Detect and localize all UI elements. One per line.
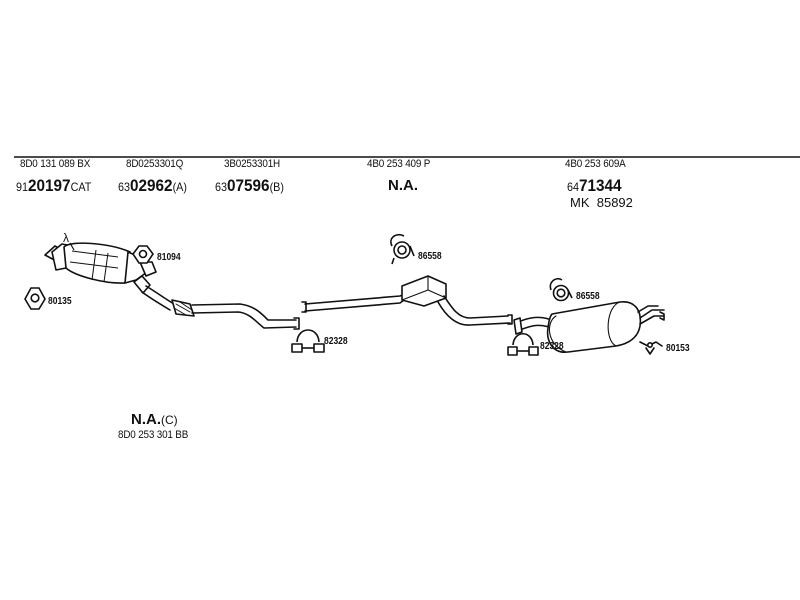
gasket-icon — [132, 245, 154, 264]
hanger-icon — [639, 341, 663, 355]
clamp-number: 82328 — [324, 336, 348, 347]
part-number: 6307596(B) — [215, 176, 284, 195]
rubber-mount-icon — [549, 277, 573, 302]
part-number: 6302962(A) — [118, 176, 187, 195]
rubber-mount-icon — [390, 233, 415, 265]
not-available-label: N.A. — [388, 177, 418, 194]
gasket-icon — [24, 287, 46, 310]
mounting-kit-number: MK 85892 — [570, 195, 633, 210]
front-pipe-icon — [133, 275, 300, 330]
hanger-number: 80153 — [666, 343, 690, 354]
gasket-number: 81094 — [157, 252, 181, 263]
clamp-icon — [507, 332, 539, 356]
oe-number: 4B0 253 409 P — [367, 158, 431, 170]
lambda-symbol: λ — [63, 231, 69, 245]
not-available-label: N.A.(C) — [131, 411, 178, 428]
clamp-icon — [291, 329, 325, 353]
part-number: 6471344 — [567, 176, 622, 195]
clamp-number: 82328 — [540, 341, 564, 352]
part-number: 9120197CAT — [16, 176, 92, 195]
oe-number: 4B0 253 609A — [565, 158, 626, 170]
oe-number: 8D0 131 089 BX — [20, 158, 91, 170]
oe-number: 3B0253301H — [224, 158, 281, 170]
middle-pipe-icon — [301, 275, 513, 326]
rear-silencer-icon — [513, 301, 665, 353]
sensor-lead — [69, 242, 75, 251]
gasket-number: 80135 — [48, 296, 72, 307]
oe-number: 8D0 253 301 BB — [118, 429, 189, 441]
rubber-mount-number: 86558 — [576, 291, 600, 302]
oe-number: 8D0253301Q — [126, 158, 184, 170]
rubber-mount-number: 86558 — [418, 251, 442, 262]
